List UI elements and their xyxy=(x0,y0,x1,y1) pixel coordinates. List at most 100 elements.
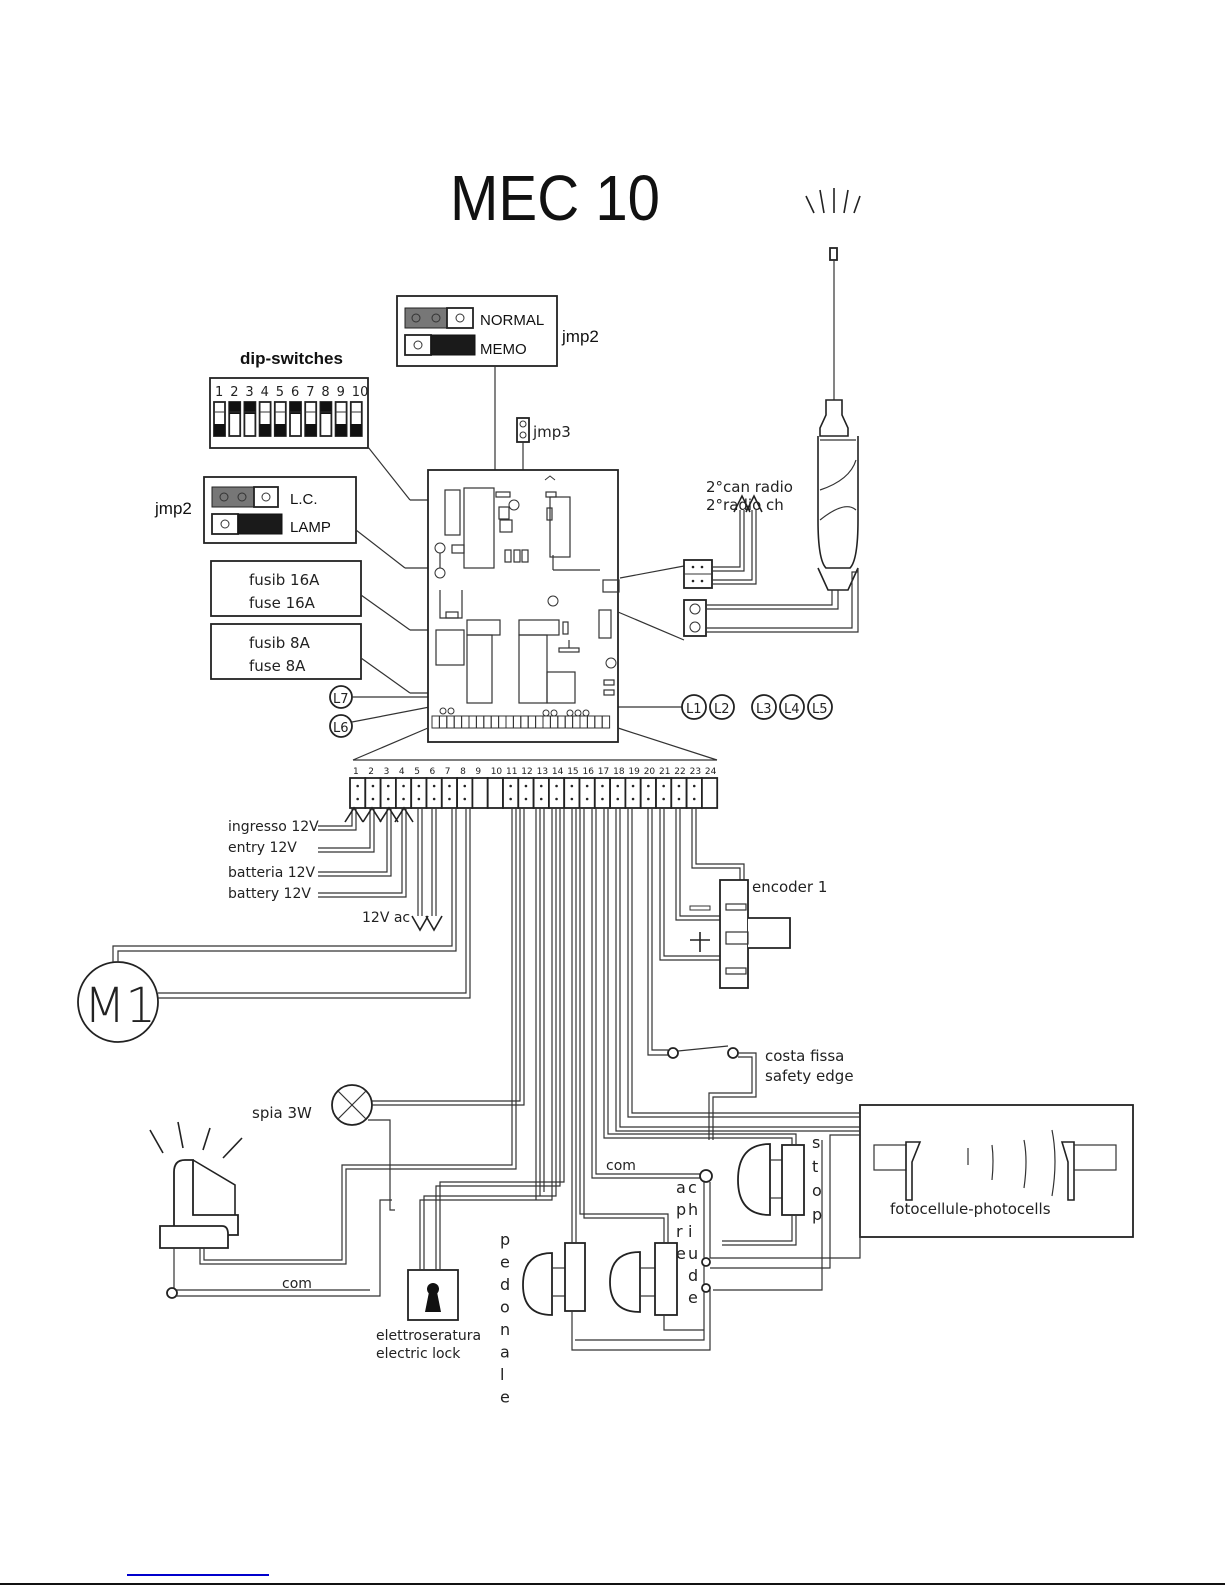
safety-edge-label-en: safety edge xyxy=(765,1067,854,1085)
terminal-24: 24 xyxy=(701,767,719,809)
svg-text:L6: L6 xyxy=(333,721,349,736)
dip-switch-lever xyxy=(320,402,332,414)
label-letter: a xyxy=(676,1178,686,1197)
led-l4: L4 xyxy=(779,694,805,720)
photocells-label: fotocellule-photocells xyxy=(890,1200,1051,1218)
led-l2: L2 xyxy=(709,694,735,720)
jumper-lamp-panel: L.C. LAMP xyxy=(203,476,432,569)
dip-switch-2: 2 xyxy=(228,385,242,437)
footer-link-underline[interactable] xyxy=(127,1574,269,1576)
antenna-signal-icon xyxy=(805,188,861,214)
label-letter: h xyxy=(688,1200,698,1219)
dip-switch-number: 5 xyxy=(276,385,284,400)
terminal-number: 16 xyxy=(583,767,595,777)
battery-label-en: battery 12V xyxy=(228,886,311,902)
terminal-5: 5 xyxy=(410,767,428,809)
dip-switch-number: 2 xyxy=(230,385,238,400)
dip-switch-number: 8 xyxy=(321,385,329,400)
label-letter: d xyxy=(500,1275,510,1294)
antenna xyxy=(817,247,859,591)
svg-text:L2: L2 xyxy=(714,702,730,717)
svg-text:L7: L7 xyxy=(333,692,349,707)
warning-light-label: spia 3W xyxy=(252,1104,312,1122)
safety-edge-label-it: costa fissa xyxy=(765,1047,844,1065)
label-letter: o xyxy=(500,1298,510,1317)
dip-switch-10: 10 xyxy=(349,385,368,437)
terminal-number: 20 xyxy=(644,767,656,777)
radio-channel-label-it: 2°can radio xyxy=(706,478,793,496)
encoder-1 xyxy=(659,808,791,989)
terminal-2: 2 xyxy=(364,767,382,809)
dip-switch-7: 7 xyxy=(304,385,318,437)
label-letter: e xyxy=(500,1388,510,1407)
terminal-number: 22 xyxy=(674,767,685,777)
terminal-4: 4 xyxy=(394,767,413,809)
terminal-12: 12 xyxy=(517,767,535,809)
label-letter: c xyxy=(688,1178,697,1197)
led-l5: L5 xyxy=(807,694,833,720)
label-letter: e xyxy=(688,1288,698,1307)
dip-switch-lever xyxy=(214,424,225,436)
encoder-label: encoder 1 xyxy=(752,878,827,896)
com-label-left: com xyxy=(282,1276,312,1292)
terminal-number: 23 xyxy=(690,767,701,777)
option-lamp: LAMP xyxy=(290,519,331,536)
label-letter: a xyxy=(500,1343,510,1362)
fuse-16a-box: fusib 16A fuse 16A xyxy=(210,560,462,631)
terminal-18: 18 xyxy=(609,767,627,809)
battery-label-it: batteria 12V xyxy=(228,865,316,881)
label-letter: s xyxy=(812,1133,820,1152)
terminal-3: 3 xyxy=(379,767,397,809)
terminal-number: 5 xyxy=(414,767,420,777)
terminal-22: 22 xyxy=(670,767,688,809)
radio-channel-label-en: 2°radio ch xyxy=(706,496,784,514)
label-letter: p xyxy=(676,1200,686,1219)
lock-label-it: elettroseratura xyxy=(376,1328,481,1344)
dip-switch-lever xyxy=(274,424,286,436)
label-letter: t xyxy=(812,1157,818,1176)
label-letter: n xyxy=(500,1320,510,1339)
board-terminal xyxy=(601,715,611,729)
led-l6: L6 xyxy=(329,704,441,738)
terminal-8: 8 xyxy=(456,767,474,809)
entry-label-it: ingresso 12V xyxy=(228,819,319,835)
electric-lock xyxy=(407,808,565,1321)
terminal-number: 6 xyxy=(430,767,436,777)
label-letter: e xyxy=(676,1244,686,1263)
pedestrian-button xyxy=(522,808,711,1351)
label-letter: r xyxy=(676,1222,683,1241)
jumper-memo-label: jmp2 xyxy=(561,327,599,346)
led-l7: L7 xyxy=(329,685,436,709)
dip-switch-number: 3 xyxy=(245,385,253,400)
svg-text:L3: L3 xyxy=(756,702,772,717)
fuse-8a-label-en: fuse 8A xyxy=(249,657,306,675)
dip-switch-lever xyxy=(335,424,347,436)
terminal-20: 20 xyxy=(639,767,657,809)
dip-switch-9: 9 xyxy=(334,385,348,437)
dip-switch-4: 4 xyxy=(258,385,272,437)
warning-light-3w xyxy=(331,808,525,1211)
terminal-number: 21 xyxy=(659,767,670,777)
dip-switch-8: 8 xyxy=(319,385,333,437)
terminal-number: 12 xyxy=(521,767,532,777)
terminal-17: 17 xyxy=(593,767,611,809)
terminal-number: 19 xyxy=(628,767,640,777)
dip-switch-lever xyxy=(305,424,317,436)
dip-switch-3: 3 xyxy=(243,385,257,437)
fuse-8a-box: fusib 8A fuse 8A xyxy=(210,623,444,694)
jumper-memo-panel: NORMAL MEMO xyxy=(396,295,558,488)
photocells xyxy=(615,808,1134,1238)
svg-text:L5: L5 xyxy=(812,702,828,717)
terminal-14: 14 xyxy=(548,767,566,809)
terminal-number: 9 xyxy=(475,767,481,777)
ac-input-label: 12V ac xyxy=(362,910,410,926)
fuse-16a-label-it: fusib 16A xyxy=(249,571,320,589)
input-wires xyxy=(318,806,443,932)
com-bus xyxy=(575,808,861,1341)
terminal-13: 13 xyxy=(532,767,550,809)
dip-switch-number: 9 xyxy=(337,385,345,400)
dip-switch-lever xyxy=(259,424,271,436)
